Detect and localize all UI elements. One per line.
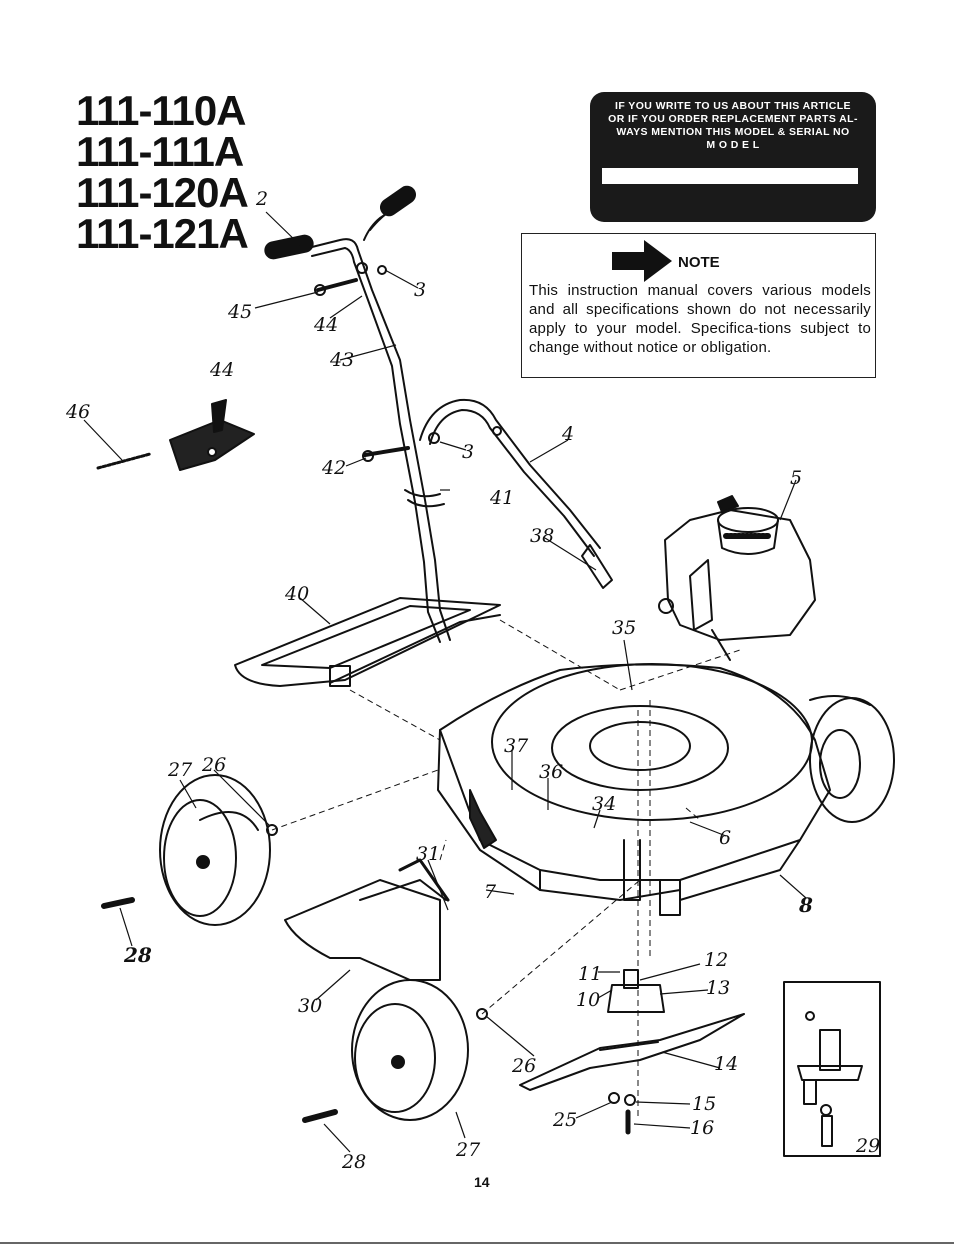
model-number: 111-120A: [76, 169, 249, 216]
callout-label: 43: [329, 349, 354, 371]
callout-label: 16: [690, 1117, 714, 1139]
callout-label: 44: [209, 359, 234, 381]
engine: [658, 495, 816, 661]
callout-label: 25: [552, 1109, 577, 1131]
note-label: NOTE: [678, 254, 720, 271]
adapter-inset: [783, 981, 881, 1157]
callout-label: 29: [855, 1135, 880, 1157]
model-field: [602, 168, 858, 184]
wheel-front-left: [101, 774, 278, 926]
callout-label: 28: [123, 943, 152, 967]
callout-label: 42: [321, 457, 346, 479]
callout-label: 28: [341, 1151, 366, 1173]
page-number: 14: [474, 1174, 490, 1190]
callout-label: 26: [511, 1055, 536, 1077]
callout-label: 4: [561, 423, 574, 445]
plate-line: M O D E L: [706, 139, 760, 151]
cutting-blade: [519, 969, 745, 1135]
grass-deflector: [284, 858, 450, 981]
callout-label: 35: [612, 617, 636, 639]
wheel-rear-left: [302, 979, 488, 1123]
callout-label: 14: [714, 1053, 738, 1075]
callout-label: 30: [298, 995, 322, 1017]
callout-label: 41: [489, 487, 514, 509]
callout-label: 13: [706, 977, 730, 999]
callout-label: 3: [414, 279, 426, 301]
callout-label: 31: [416, 843, 440, 865]
lower-handle: [404, 398, 613, 589]
callout-label: 5: [790, 467, 802, 489]
callout-label: 8: [798, 893, 813, 917]
callout-label: 3: [462, 441, 474, 463]
model-serial-plate: IF YOU WRITE TO US ABOUT THIS ARTICLE OR…: [590, 92, 876, 222]
wheel-rear-right: [809, 695, 895, 823]
note-text: This instruction manual covers various m…: [529, 282, 871, 356]
callout-label: 11: [578, 963, 602, 985]
model-number: 111-110A: [76, 87, 247, 134]
callout-label: 37: [504, 735, 529, 757]
upper-handle: [264, 185, 451, 643]
callout-label: 2: [255, 188, 268, 210]
plate-line: WAYS MENTION THIS MODEL & SERIAL NO: [616, 126, 850, 138]
callout-label: 44: [313, 314, 338, 336]
callout-label: 27: [455, 1139, 481, 1161]
callout-label: 34: [592, 793, 616, 815]
plate-text: IF YOU WRITE TO US ABOUT THIS ARTICLE OR…: [602, 100, 864, 152]
callout-label: 38: [530, 525, 554, 547]
mower-deck: [437, 663, 831, 916]
callout-label: 12: [704, 949, 728, 971]
control-bracket: [96, 399, 255, 471]
callout-label: 46: [65, 401, 90, 423]
callout-label: 7: [484, 881, 497, 903]
callout-labels: 2 3 45 44 43 44 46 3 4 42 41 5 38 40 35 …: [65, 188, 880, 1173]
model-number: 111-111A: [76, 128, 244, 175]
note-box: NOTE This instruction manual covers vari…: [521, 233, 876, 378]
plate-line: OR IF YOU ORDER REPLACEMENT PARTS AL-: [608, 113, 858, 125]
callout-label: 36: [539, 761, 563, 783]
callout-label: 10: [576, 989, 600, 1011]
callout-label: 6: [719, 827, 731, 849]
model-numbers: 111-110A 111-111A 111-120A 111-121A: [76, 87, 249, 257]
leader-lines: [83, 211, 807, 1153]
callout-label: 15: [692, 1093, 716, 1115]
handle-bracket: [234, 597, 501, 687]
callout-label: 45: [227, 301, 252, 323]
callout-label: 40: [284, 583, 309, 605]
arrow-icon: [612, 240, 672, 282]
callout-label: 27: [167, 759, 193, 781]
model-number: 111-121A: [76, 210, 249, 257]
plate-line: IF YOU WRITE TO US ABOUT THIS ARTICLE: [615, 100, 851, 112]
assembly-lines: [271, 619, 741, 1120]
callout-label: 26: [201, 754, 226, 776]
